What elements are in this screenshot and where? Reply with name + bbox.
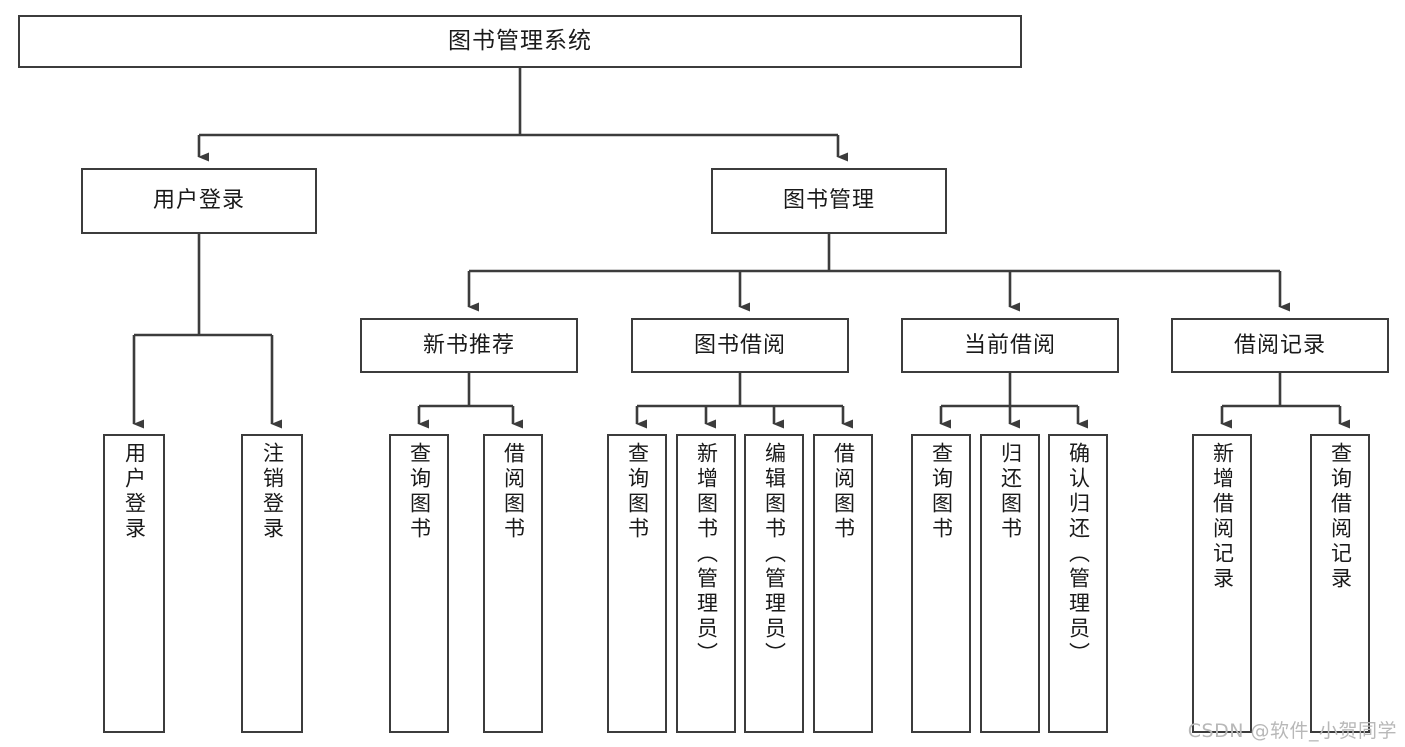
- node-leaf-borrow-book-2[interactable]: 借阅图书: [813, 434, 873, 733]
- node-new-book-rec[interactable]: 新书推荐: [360, 318, 578, 373]
- node-leaf-confirm-return-label: 确认归还（管理员）: [1066, 442, 1091, 667]
- node-leaf-user-login-label: 用户登录: [122, 442, 147, 542]
- node-borrow-record[interactable]: 借阅记录: [1171, 318, 1389, 373]
- node-root[interactable]: 图书管理系统: [18, 15, 1022, 68]
- node-root-label: 图书管理系统: [448, 28, 592, 55]
- node-leaf-borrow-book-1[interactable]: 借阅图书: [483, 434, 543, 733]
- node-leaf-query-book-1-label: 查询图书: [407, 442, 432, 542]
- node-leaf-add-record[interactable]: 新增借阅记录: [1192, 434, 1252, 733]
- node-leaf-query-record-label: 查询借阅记录: [1328, 442, 1353, 592]
- node-leaf-add-record-label: 新增借阅记录: [1210, 442, 1235, 592]
- node-leaf-return-book-label: 归还图书: [998, 442, 1023, 542]
- node-leaf-query-book-1[interactable]: 查询图书: [389, 434, 449, 733]
- node-leaf-user-login[interactable]: 用户登录: [103, 434, 165, 733]
- node-leaf-query-book-3-label: 查询图书: [929, 442, 954, 542]
- node-borrow-record-label: 借阅记录: [1233, 332, 1326, 358]
- node-current-borrow[interactable]: 当前借阅: [901, 318, 1119, 373]
- node-book-manage[interactable]: 图书管理: [711, 168, 947, 234]
- node-user-login[interactable]: 用户登录: [81, 168, 317, 234]
- node-book-manage-label: 图书管理: [782, 188, 875, 214]
- node-leaf-edit-book[interactable]: 编辑图书（管理员）: [744, 434, 804, 733]
- node-current-borrow-label: 当前借阅: [963, 332, 1056, 358]
- node-leaf-query-book-2[interactable]: 查询图书: [607, 434, 667, 733]
- node-book-borrow-label: 图书借阅: [693, 332, 786, 358]
- node-leaf-return-book[interactable]: 归还图书: [980, 434, 1040, 733]
- node-leaf-confirm-return[interactable]: 确认归还（管理员）: [1048, 434, 1108, 733]
- node-leaf-add-book[interactable]: 新增图书（管理员）: [676, 434, 736, 733]
- node-user-login-label: 用户登录: [152, 188, 245, 214]
- node-leaf-logout[interactable]: 注销登录: [241, 434, 303, 733]
- node-leaf-query-record[interactable]: 查询借阅记录: [1310, 434, 1370, 733]
- node-leaf-borrow-book-2-label: 借阅图书: [831, 442, 856, 542]
- node-new-book-rec-label: 新书推荐: [422, 332, 515, 358]
- node-leaf-edit-book-label: 编辑图书（管理员）: [762, 442, 787, 667]
- node-leaf-borrow-book-1-label: 借阅图书: [501, 442, 526, 542]
- node-book-borrow[interactable]: 图书借阅: [631, 318, 849, 373]
- watermark: CSDN @软件_小贺同学: [1187, 720, 1397, 742]
- node-leaf-add-book-label: 新增图书（管理员）: [694, 442, 719, 667]
- node-leaf-query-book-2-label: 查询图书: [625, 442, 650, 542]
- node-leaf-query-book-3[interactable]: 查询图书: [911, 434, 971, 733]
- node-leaf-logout-label: 注销登录: [260, 442, 285, 542]
